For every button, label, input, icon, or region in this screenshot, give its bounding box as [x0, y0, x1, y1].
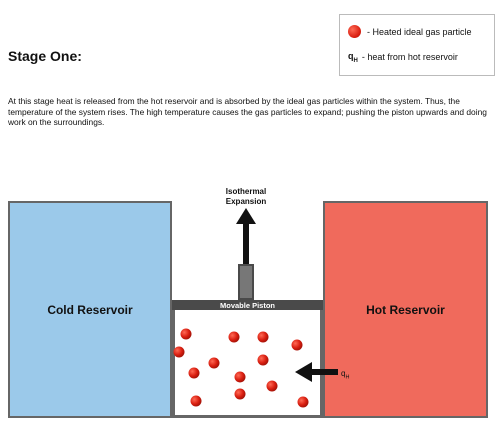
legend-particle-row: - Heated ideal gas particle	[348, 25, 472, 38]
gas-particle-icon	[348, 25, 361, 38]
heat-symbol: qH	[348, 51, 358, 64]
gas-particle	[228, 331, 240, 343]
hot-reservoir-label: Hot Reservoir	[366, 302, 445, 317]
cold-reservoir-label: Cold Reservoir	[47, 302, 133, 317]
gas-particle	[234, 371, 246, 383]
cold-reservoir: Cold Reservoir	[8, 201, 172, 418]
gas-particle	[234, 388, 246, 400]
isothermal-expansion-label: Isothermal Expansion	[225, 187, 267, 206]
expansion-arrow-icon	[236, 208, 256, 264]
gas-particle	[297, 396, 309, 408]
gas-particle	[257, 354, 269, 366]
gas-particles	[173, 328, 309, 408]
legend-box: - Heated ideal gas particle qH - heat fr…	[339, 14, 495, 76]
legend-particle-label: - Heated ideal gas particle	[367, 26, 472, 37]
gas-particle	[291, 339, 303, 351]
piston-label: Movable Piston	[219, 301, 275, 310]
gas-particle	[180, 328, 192, 340]
gas-particle	[266, 380, 278, 392]
stage-description: At this stage heat is released from the …	[8, 96, 487, 127]
legend-heat-label: - heat from hot reservoir	[361, 52, 458, 63]
movable-piston: Movable Piston	[172, 300, 323, 311]
gas-particle	[188, 367, 200, 379]
heat-flow-label: qH	[341, 369, 350, 381]
gas-particle	[257, 331, 269, 343]
gas-particle	[173, 346, 185, 358]
gas-particle	[208, 357, 220, 369]
gas-particle	[190, 395, 202, 407]
piston-rod	[238, 264, 254, 300]
legend-heat-row: qH - heat from hot reservoir	[348, 51, 458, 64]
heat-arrow-icon	[295, 362, 338, 382]
stage-title: Stage One:	[8, 48, 82, 64]
hot-reservoir: Hot Reservoir	[323, 201, 488, 418]
